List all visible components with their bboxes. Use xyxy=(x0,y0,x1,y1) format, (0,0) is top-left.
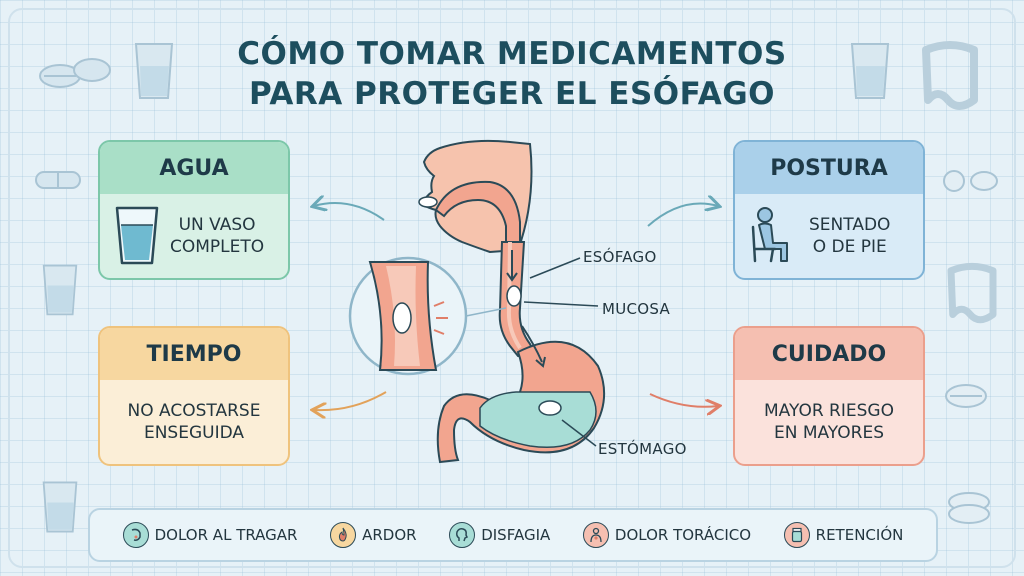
page-title: CÓMO TOMAR MEDICAMENTOS PARA PROTEGER EL… xyxy=(160,34,864,114)
seated-person-icon xyxy=(751,207,788,263)
decorative-pill-icon xyxy=(943,170,998,192)
decorative-pill-stack-icon xyxy=(948,492,990,524)
arrow-to-postura xyxy=(647,204,718,227)
arrow-to-agua xyxy=(314,203,385,221)
card-postura-line-1: SENTADO xyxy=(809,215,891,235)
card-cuidado-line-2: EN MAYORES xyxy=(773,423,884,443)
glass-of-water-icon xyxy=(115,206,159,265)
decorative-capsule-icon xyxy=(35,171,81,189)
label-mucosa: MUCOSA xyxy=(602,300,671,318)
card-postura: POSTURA SENTADO O DE PIE xyxy=(733,140,925,280)
card-agua-body: UN VASO COMPLETO xyxy=(100,194,288,278)
card-agua-line-1: UN VASO xyxy=(178,215,256,235)
decorative-intestine-icon xyxy=(947,262,997,324)
pill-in-esophagus xyxy=(506,285,522,307)
card-cuidado: CUIDADO MAYOR RIESGO EN MAYORES xyxy=(733,326,925,466)
label-esofago: ESÓFAGO xyxy=(583,248,657,266)
decorative-glass-icon xyxy=(42,264,78,316)
card-agua: AGUA UN VASO COMPLETO xyxy=(98,140,290,280)
pill-bottle-icon xyxy=(783,522,810,548)
card-cuidado-title: CUIDADO xyxy=(735,328,923,380)
arrow-to-tiempo xyxy=(314,391,387,410)
decorative-intestine-icon xyxy=(922,41,978,110)
legend-item-dolor-al-tragar: DOLOR AL TRAGAR xyxy=(122,522,298,548)
card-postura-line-2: O DE PIE xyxy=(812,237,887,257)
decorative-pills-icon xyxy=(39,58,111,88)
legend-label: DOLOR AL TRAGAR xyxy=(154,526,298,544)
card-cuidado-line-1: MAYOR RIESGO xyxy=(764,401,894,421)
card-tiempo-line-1: NO ACOSTARSE xyxy=(127,401,261,421)
card-cuidado-body: MAYOR RIESGO EN MAYORES xyxy=(735,380,923,464)
card-tiempo: TIEMPO NO ACOSTARSE ENSEGUIDA xyxy=(98,326,290,466)
card-tiempo-line-2: ENSEGUIDA xyxy=(143,423,245,443)
card-postura-title: POSTURA xyxy=(735,142,923,194)
title-line-1: CÓMO TOMAR MEDICAMENTOS xyxy=(237,36,787,72)
esophagus-lumen xyxy=(506,241,522,350)
esophagus-diagram xyxy=(348,139,606,464)
gastric-fluid xyxy=(479,391,597,449)
legend-item-ardor: ARDOR xyxy=(330,522,417,548)
legend-label: DOLOR TORÁCICO xyxy=(614,526,752,544)
legend-item-dolor-toracico: DOLOR TORÁCICO xyxy=(582,522,752,548)
card-tiempo-title: TIEMPO xyxy=(100,328,288,380)
sore-throat-icon xyxy=(122,522,149,548)
legend-label: ARDOR xyxy=(362,526,417,544)
head-profile-icon xyxy=(449,522,476,548)
legend-label: RETENCIÓN xyxy=(815,526,904,544)
symptoms-legend: DOLOR AL TRAGAR ARDOR DISFAGIA DOLOR TOR… xyxy=(88,508,938,562)
magnified-pill xyxy=(392,302,412,334)
decorative-glass-icon xyxy=(42,481,78,533)
decorative-pill-icon xyxy=(945,384,987,408)
card-tiempo-body: NO ACOSTARSE ENSEGUIDA xyxy=(100,380,288,464)
card-agua-title: AGUA xyxy=(100,142,288,194)
legend-label: DISFAGIA xyxy=(481,526,551,544)
decorative-glass-icon xyxy=(850,43,890,99)
card-agua-line-2: COMPLETO xyxy=(170,237,265,257)
flame-icon xyxy=(330,522,357,548)
page-frame xyxy=(8,8,1016,568)
title-line-2: PARA PROTEGER EL ESÓFAGO xyxy=(248,76,776,112)
label-estomago: ESTÓMAGO xyxy=(598,440,687,458)
chest-pain-icon xyxy=(582,522,609,548)
card-postura-body: SENTADO O DE PIE xyxy=(735,194,923,278)
decorative-glass-icon xyxy=(134,43,174,99)
legend-item-disfagia: DISFAGIA xyxy=(449,522,550,548)
pill-in-mouth xyxy=(418,196,438,208)
legend-item-retencion: RETENCIÓN xyxy=(783,522,904,548)
arrow-to-cuidado xyxy=(649,393,718,407)
pill-in-stomach xyxy=(538,400,562,416)
